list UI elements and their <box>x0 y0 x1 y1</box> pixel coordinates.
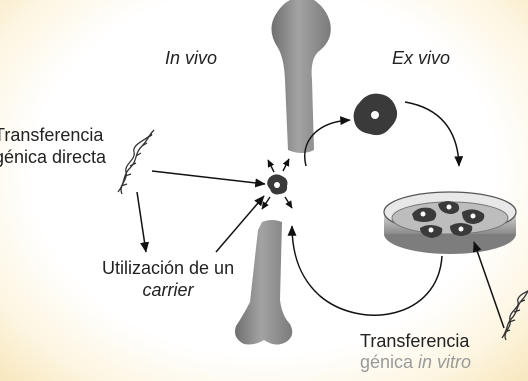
invitro-line1: Transferencia <box>360 331 471 352</box>
carrier-line2: carrier <box>102 279 234 301</box>
dna-helix-left-icon <box>118 130 154 194</box>
petri-dish-icon <box>384 192 516 254</box>
direct-transfer-line1: Transferencia <box>0 124 106 146</box>
invitro-line2-suffix: in vitro <box>418 352 471 372</box>
ex-vivo-label: Ex vivo <box>392 48 450 68</box>
upper-bone-icon <box>271 0 330 153</box>
invitro-to-dish-arrow <box>474 242 504 328</box>
dna-helix-right-icon <box>502 288 528 340</box>
ex-vivo-cell-icon <box>354 94 398 135</box>
direct-transfer-label: Transferencia génica directa <box>0 124 106 168</box>
to-dish-arrow <box>405 102 459 166</box>
direct-transfer-arrow <box>152 171 265 184</box>
carrier-line1: Utilización de un <box>102 257 234 279</box>
direct-transfer-line2: génica directa <box>0 146 106 168</box>
helix-to-carrier-arrow <box>137 192 146 252</box>
carrier-label: Utilización de un carrier <box>102 257 234 301</box>
invitro-line2-prefix: génica <box>360 352 418 372</box>
invitro-transfer-label: Transferencia génica in vitro <box>360 331 471 373</box>
in-vivo-cell-icon <box>267 174 287 194</box>
invitro-line2: génica in vitro <box>360 352 471 373</box>
in-vivo-label: In vivo <box>165 48 217 68</box>
lower-bone-icon <box>235 220 292 345</box>
